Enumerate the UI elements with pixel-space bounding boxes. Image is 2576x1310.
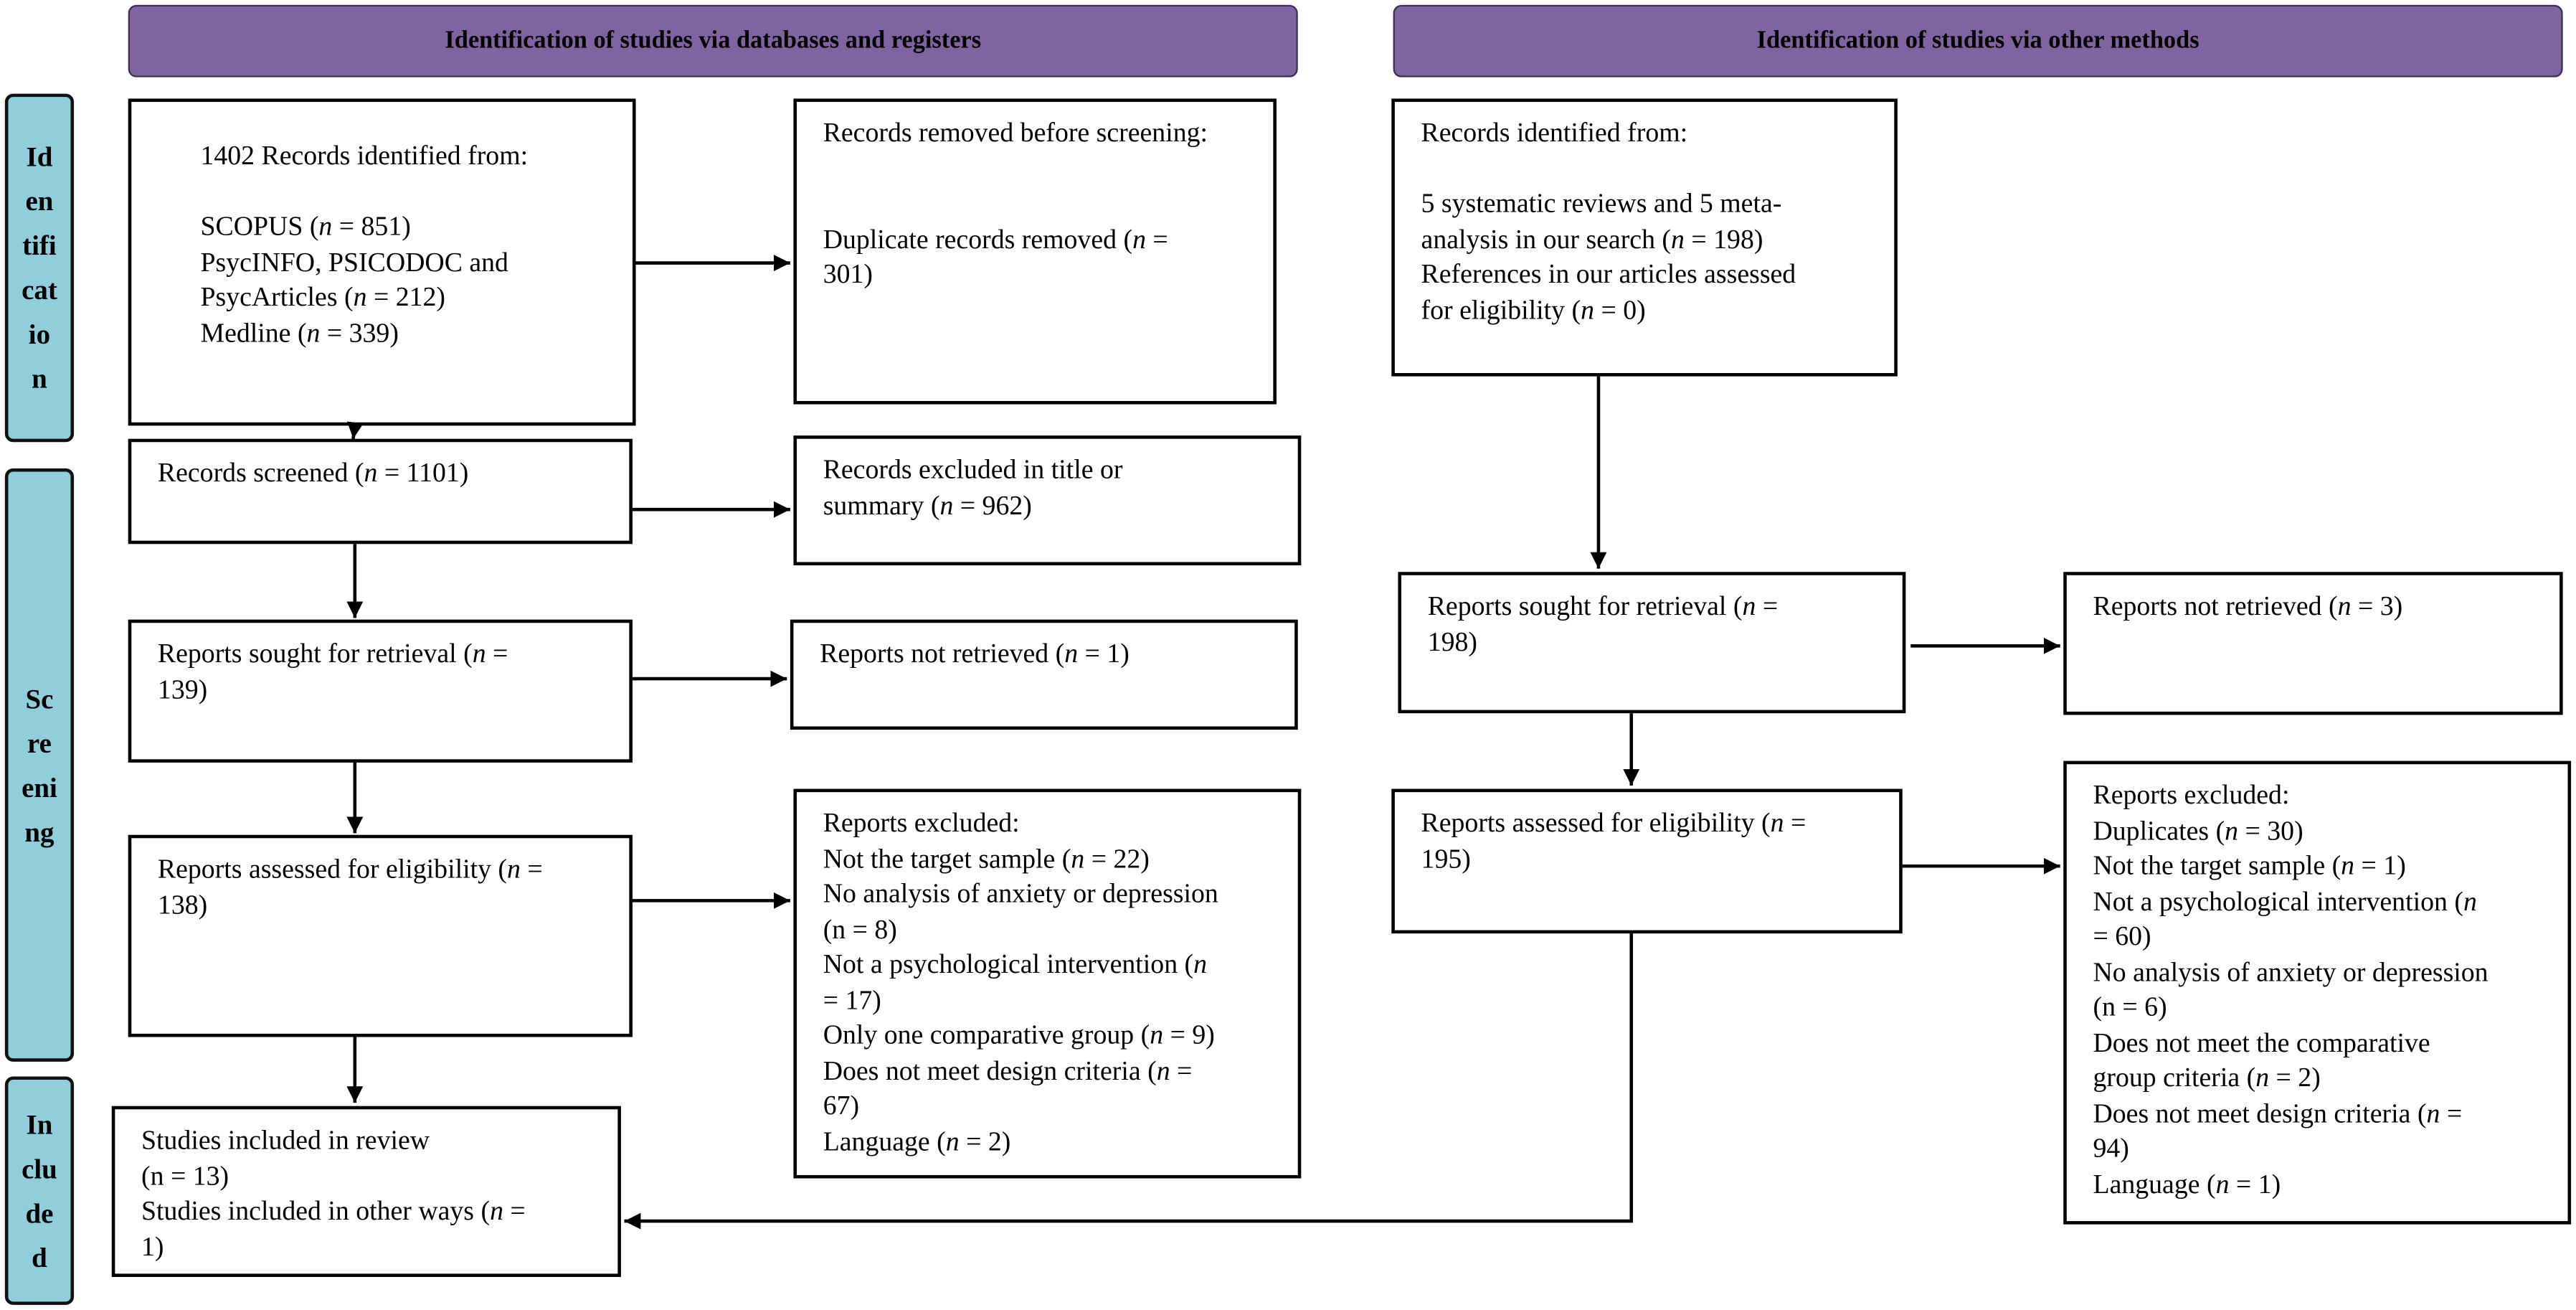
phase-label-part: clu — [22, 1152, 57, 1184]
box-text-line: Reports excluded: — [2093, 778, 2290, 811]
phase-label-part: en — [25, 185, 54, 217]
records-excluded-box: Records excluded in title or summary (n =… — [793, 435, 1302, 566]
box-text-line: Does not meet design criteria (n = — [823, 1054, 1193, 1086]
box-text-line: References in our articles assessed — [1421, 258, 1796, 290]
records-screened-box: Records screened (n = 1101) — [128, 438, 633, 545]
box-text-line: SCOPUS (n = 851) — [200, 210, 411, 242]
phase-label-part: ng — [24, 816, 55, 847]
reports-sought-box: Reports sought for retrieval (n = 139) — [128, 619, 633, 763]
phase-label-part: re — [27, 727, 52, 759]
box-text-line: 195) — [1421, 842, 1471, 874]
box-text-line: Reports excluded: — [823, 806, 1020, 839]
phase-label-part: de — [25, 1197, 54, 1229]
box-text-line: Records removed before screening: — [823, 116, 1208, 149]
box-text-line: Only one comparative group (n = 9) — [823, 1019, 1215, 1050]
box-text-line: 139) — [157, 673, 208, 705]
phase-label-part: tifi — [22, 230, 57, 262]
box-text-line: 67) — [823, 1089, 860, 1121]
box-text-line: 1402 Records identified from: — [200, 139, 529, 171]
box-text-line: Reports sought for retrieval (n = — [157, 637, 508, 669]
box-text-line: No analysis of anxiety or depression — [2093, 956, 2489, 987]
box-text-line: Not a psychological intervention (n — [2093, 885, 2477, 917]
box-text-line: 5 systematic reviews and 5 meta- — [1421, 187, 1782, 219]
phase-identification: Id en tifi cat io n — [4, 93, 75, 443]
reports-assessed-box: Reports assessed for eligibility (n =138… — [128, 834, 633, 1037]
phase-label-part: eni — [22, 771, 57, 804]
box-text-line: No analysis of anxiety or depression — [823, 877, 1218, 909]
box-text-line: 1) — [141, 1230, 164, 1262]
box-text-line: (n = 6) — [2093, 991, 2167, 1022]
box-text-line: 301) — [823, 258, 873, 290]
header-databases: Identification of studies via databases … — [128, 4, 1298, 77]
box-text-line: Language (n = 1) — [2093, 1167, 2281, 1200]
phase-screening: Sc re eni ng — [4, 468, 75, 1062]
box-text-line: Duplicate records removed (n = — [823, 222, 1168, 254]
box-text-line: Not the target sample (n = 1) — [2093, 849, 2406, 881]
box-text-line: Not a psychological intervention (n — [823, 948, 1208, 980]
arrow-other-assessed-to-included — [624, 933, 1634, 1230]
box-text-line: group criteria (n = 2) — [2093, 1061, 2321, 1093]
other-reports-sought-box: Reports sought for retrieval (n = 198) — [1398, 572, 1906, 714]
box-text-line: = 60) — [2093, 920, 2151, 952]
box-text-line: (n = 8) — [823, 913, 897, 945]
other-reports-assessed-box: Reports assessed for eligibility (n =195… — [1391, 788, 1903, 934]
box-text-line: analysis in our search (n = 198) — [1421, 222, 1763, 254]
box-text-line: (n = 13) — [141, 1159, 229, 1191]
box-text-line: Duplicates (n = 30) — [2093, 814, 2303, 846]
phase-label-part: cat — [22, 274, 57, 306]
box-text-line: Reports not retrieved (n = 3) — [2093, 590, 2403, 621]
records-removed-box: Records removed before screening: Duplica… — [793, 98, 1277, 405]
box-text-line: PsycINFO, PSICODOC and — [200, 245, 508, 277]
phase-label-part: Sc — [25, 682, 54, 715]
box-text-line: Records screened (n = 1101) — [157, 456, 469, 489]
phase-included: In clu de d — [4, 1076, 75, 1305]
box-text-line: summary (n = 962) — [823, 489, 1032, 521]
box-text-line: Records identified from: — [1421, 116, 1688, 149]
box-text-line: 138) — [157, 888, 208, 920]
box-text-line: Reports not retrieved (n = 1) — [820, 637, 1130, 669]
phase-label-part: In — [26, 1108, 53, 1140]
phase-label-part: n — [32, 363, 47, 395]
phase-label-part: Id — [26, 141, 53, 173]
phase-label-part: d — [32, 1241, 47, 1273]
box-text-line: Medline (n = 339) — [200, 316, 399, 348]
other-reports-excluded-box: Reports excluded:Duplicates (n = 30)Not … — [2063, 760, 2572, 1225]
box-text-line: for eligibility (n = 0) — [1421, 293, 1646, 325]
records-identified-box: 1402 Records identified from: SCOPUS (n =… — [128, 98, 636, 426]
box-text-line: Studies included in other ways (n = — [141, 1194, 526, 1226]
box-text-line: Reports assessed for eligibility (n = — [157, 852, 543, 885]
box-text-line: PsycArticles (n = 212) — [200, 281, 446, 313]
box-text-line: Does not meet design criteria (n = — [2093, 1097, 2463, 1128]
box-text-line: Records excluded in title or — [823, 453, 1123, 485]
reports-excluded-box: Reports excluded:Not the target sample (… — [793, 788, 1302, 1179]
other-reports-not-retrieved-box: Reports not retrieved (n = 3) — [2063, 572, 2563, 715]
box-text-line: Reports sought for retrieval (n = — [1427, 590, 1779, 621]
box-text-line: = 17) — [823, 984, 881, 1015]
box-text-line: 198) — [1427, 625, 1478, 657]
phase-label-part: io — [28, 319, 51, 350]
box-text-line: Reports assessed for eligibility (n = — [1421, 806, 1806, 839]
box-text-line: Not the target sample (n = 22) — [823, 842, 1150, 874]
box-text-line: Studies included in review — [141, 1123, 430, 1156]
reports-not-retrieved-box: Reports not retrieved (n = 1) — [790, 619, 1298, 730]
box-text-line: Does not meet the comparative — [2093, 1026, 2430, 1058]
studies-included-box: Studies included in review(n = 13)Studie… — [111, 1106, 621, 1277]
box-text-line: 94) — [2093, 1132, 2129, 1164]
other-records-identified-box: Records identified from: 5 systematic rev… — [1391, 98, 1898, 377]
header-other-methods: Identification of studies via other meth… — [1393, 4, 2563, 77]
box-text-line: Language (n = 2) — [823, 1125, 1011, 1156]
arrow-identified-to-screened — [346, 421, 364, 439]
